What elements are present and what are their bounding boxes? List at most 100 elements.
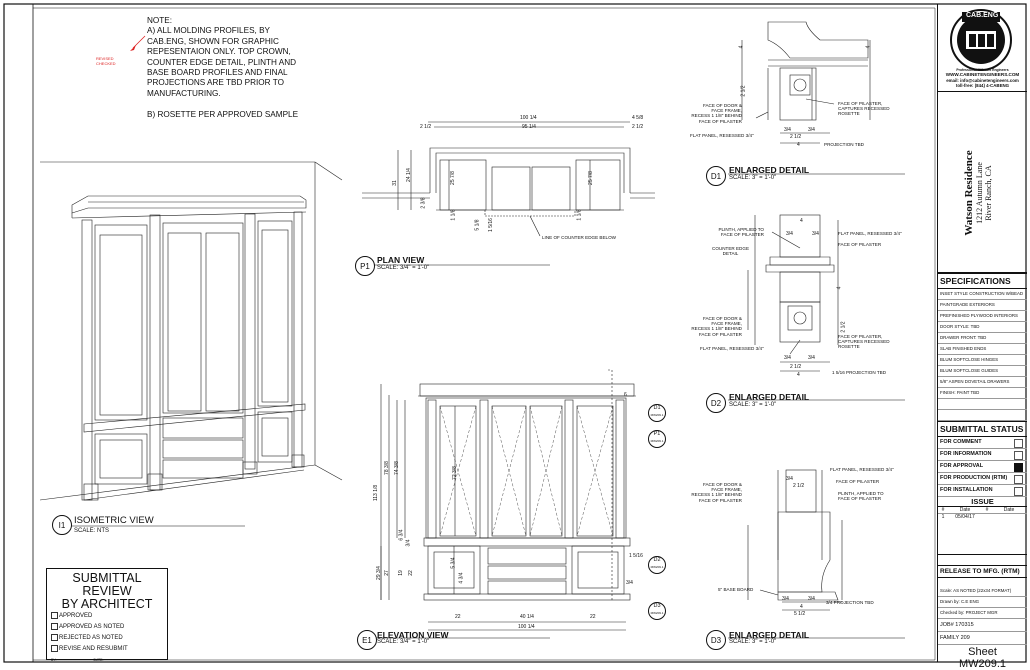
elev-dim-f: 19 — [397, 570, 404, 576]
d3-dim-b: 2 1/2 — [793, 483, 805, 489]
issue-heading: ISSUE — [938, 497, 1027, 507]
d3-face-pilaster-label: FACE OF PILASTER — [836, 479, 880, 484]
d3-dim-c: 3/4 — [782, 596, 789, 602]
plan-dim-left: 2 1/2 — [420, 124, 432, 130]
d3-base-label: 5" BASE BOARD — [718, 587, 754, 592]
plan-dim-small-b: 5 1/8 — [474, 219, 481, 231]
plan-view-scale: SCALE: 3/4" = 1'-0" — [377, 265, 430, 271]
submittal-review-box: SUBMITTAL REVIEW BY ARCHITECT APPROVED A… — [46, 568, 168, 662]
plan-dim-overall: 100 1/4 — [520, 115, 537, 121]
review-date-label: DATE: — [93, 658, 104, 662]
d3-plinth-label: PLINTH, APPLIED TO FACE OF PILASTER — [838, 491, 884, 502]
plan-dim-small-c: 1 5/16 — [487, 218, 494, 232]
d1-dim-e: 2 1/2 — [740, 85, 747, 97]
d1-face-door-label: FACE OF DOOR & FACE FRAME, RECESS 1 1/8"… — [691, 103, 742, 124]
status-for-approval[interactable]: FOR APPROVAL — [938, 461, 1027, 473]
d2-face-pilaster2-label: FACE OF PILASTER, CAPTURES RECESSED ROSE… — [838, 334, 890, 350]
review-option-rejected[interactable]: REJECTED AS NOTED — [51, 633, 167, 644]
d2-face-pilaster-label: FACE OF PILASTER — [838, 242, 882, 247]
d2-view-scale: SCALE: 3" = 1'-0" — [729, 402, 777, 408]
status-for-installation[interactable]: FOR INSTALLATION — [938, 485, 1027, 497]
company-web: WWW.CABINETENGINEERS.COM — [945, 72, 1020, 77]
d2-view-title: ENLARGED DETAIL — [729, 392, 810, 402]
status-checkbox-checked[interactable] — [1014, 462, 1023, 472]
project-name: Watson Residence — [963, 149, 975, 236]
spec-row: SLAB FINISHED ENDS — [938, 344, 1027, 355]
review-by-label: BY: — [51, 658, 57, 662]
d2-flat-panel-top-label: FLAT PANEL, RESESSED 3/4" — [838, 231, 902, 236]
d2-dim-b: 3/4 — [786, 231, 793, 237]
counter-edge-label: LINE OF COUNTER EDGE BELOW — [542, 235, 617, 240]
spec-row-empty — [938, 410, 1027, 421]
plan-dim-depth-c: 2 3/8 — [420, 197, 427, 209]
d3-dim-e: 3/4 — [808, 596, 815, 602]
company-email: email: info@cabinetengineers.com — [946, 77, 1019, 83]
d2-dim-d: 2 1/2 — [840, 321, 847, 333]
logo-sub: Professional Millwork Engineers — [956, 68, 1009, 72]
d2-dim-i: 4 — [797, 372, 800, 378]
note-title: NOTE: — [147, 16, 173, 25]
spec-row: INSET STYLE CONSTRUCTION W/BEAD — [938, 289, 1027, 300]
d1-face-pilaster-label: FACE OF PILASTER, CAPTURES RECESSED ROSE… — [838, 101, 890, 117]
d2-dim-c: 3/4 — [812, 231, 819, 237]
plan-dim-small-d: 1 1/8 — [576, 209, 583, 221]
spec-row: PREFINISHED PLYWOOD INTERIORS — [938, 311, 1027, 322]
d2-flat-panel-label: FLAT PANEL, RESESSED 3/4" — [700, 346, 764, 351]
elev-view-tag: E1 — [357, 630, 377, 650]
project-address-1: 1212 Autumn Lane — [975, 161, 984, 224]
spec-row: BLUM SOFTCLOSE GUIDES — [938, 366, 1027, 377]
elev-dim-d: 29 3/4 — [375, 566, 382, 580]
status-for-information[interactable]: FOR INFORMATION — [938, 449, 1027, 461]
project-info: Watson Residence 1212 Autumn Lane River … — [938, 92, 1027, 273]
review-option-approved-as-noted[interactable]: APPROVED AS NOTED — [51, 622, 167, 633]
d3-view-tag: D3 — [706, 630, 726, 650]
d3-dim-f: 5 1/2 — [794, 611, 806, 617]
plan-view-tag: P1 — [355, 256, 375, 276]
logo-seal — [950, 9, 1012, 71]
d3-flat-panel-label: FLAT PANEL, RESESSED 3/4" — [830, 467, 894, 472]
review-option-approved[interactable]: APPROVED — [51, 611, 167, 622]
status-checkbox[interactable] — [1014, 474, 1023, 484]
plan-dim-height2: 25 7/8 — [587, 171, 594, 185]
spec-row-empty — [938, 399, 1027, 410]
iso-view-title: ISOMETRIC VIEW — [74, 515, 154, 526]
elev-dim-total: 113 1/8 — [373, 484, 380, 502]
d2-counter-edge-label: COUNTER EDGE DETAIL — [712, 246, 750, 257]
review-option-revise[interactable]: REVISE AND RESUBMIT — [51, 644, 167, 655]
elev-dim-overall: 100 1/4 — [518, 624, 535, 630]
project-address-2: River Ranch, CA — [984, 164, 993, 221]
d2-dim-f: 3/4 — [784, 355, 791, 361]
issue-header-row: #Date#Date — [938, 507, 1027, 514]
d3-view-title: ENLARGED DETAIL — [729, 630, 810, 640]
plan-dim-right-b: 2 1/2 — [632, 124, 644, 130]
plan-dim-height: 25 7/8 — [449, 171, 456, 185]
d1-dim-d: 4 — [797, 142, 800, 148]
elev-view-scale: SCALE: 3/4" = 1'-0" — [377, 639, 430, 645]
status-for-comment[interactable]: FOR COMMENT — [938, 437, 1027, 449]
drawing-note: NOTE:A) ALL MOLDING PROFILES, BY CAB.ENG… — [147, 16, 307, 120]
d1-view-title: ENLARGED DETAIL — [729, 165, 810, 175]
status-checkbox[interactable] — [1014, 450, 1023, 460]
title-block: CAB.ENG Professional Millwork Engineers … — [937, 4, 1027, 670]
spec-row: FINISH: PAINT TBD — [938, 388, 1027, 399]
status-checkbox[interactable] — [1014, 438, 1023, 448]
elev-dim-a: 78 3/8 — [383, 461, 390, 475]
plan-dim-right-a: 4 5/8 — [632, 115, 644, 121]
status-for-production[interactable]: FOR PRODUCTION (RTM) — [938, 473, 1027, 485]
specifications-heading: SPECIFICATIONS — [938, 272, 1027, 289]
d1-view-scale: SCALE: 3" = 1'-0" — [729, 175, 777, 181]
d2-dim-h: 2 1/2 — [790, 364, 802, 370]
status-checkbox[interactable] — [1014, 486, 1023, 496]
sheet-label: Sheet — [968, 645, 997, 658]
submittal-status-heading: SUBMITTAL STATUS — [938, 420, 1027, 437]
d1-proj-label: PROJECTION TBD — [824, 142, 864, 147]
elev-dim-mid: 40 1/4 — [520, 614, 534, 620]
iso-view-tag: I1 — [52, 515, 72, 535]
